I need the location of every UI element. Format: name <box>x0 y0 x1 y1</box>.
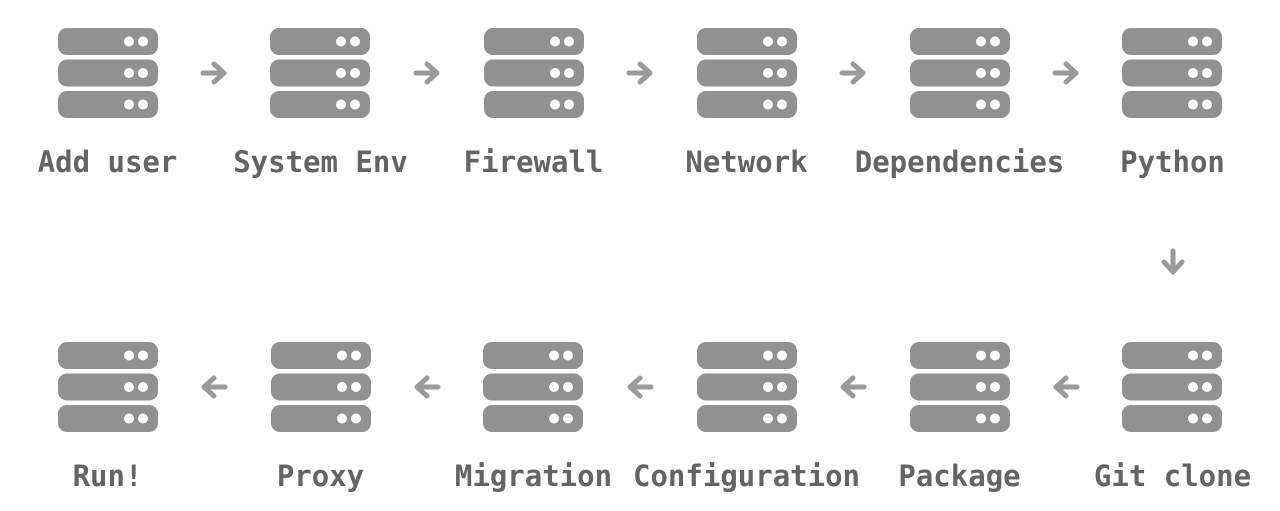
server-stack-icon <box>696 342 797 432</box>
flow-node-git-clone: Git clone <box>1094 342 1251 496</box>
flow-node-proxy: Proxy <box>270 342 371 496</box>
server-stack-icon <box>909 342 1010 432</box>
arrow-right-icon <box>1051 61 1081 85</box>
flow-node-label: Git clone <box>1093 459 1252 493</box>
flow-node-label: Firewall <box>463 145 604 179</box>
flow-node-label: Network <box>685 145 808 179</box>
arrow-left-icon <box>199 375 229 399</box>
arrow-right-icon <box>412 61 442 85</box>
flow-node-label: Python <box>1120 145 1225 179</box>
flow-node-label: Package <box>898 459 1021 493</box>
server-stack-icon <box>909 28 1010 118</box>
flow-node-configuration: Configuration <box>633 342 860 496</box>
flow-node-add-user: Add user <box>37 28 178 182</box>
flow-node-label: Dependencies <box>854 145 1065 179</box>
flow-node-label: Run! <box>72 459 143 493</box>
server-stack-icon <box>696 28 797 118</box>
arrow-left-icon <box>412 375 442 399</box>
flow-row-bottom: Run! Proxy Migration Configuration Packa <box>0 342 1280 496</box>
arrow-left-icon <box>1051 375 1081 399</box>
flow-node-system-env: System Env <box>233 28 408 182</box>
flow-row-top: Add user System Env Firewall Network Dep <box>0 28 1280 182</box>
arrow-left-icon <box>625 375 655 399</box>
flow-connector-row <box>0 182 1280 342</box>
server-stack-icon <box>483 342 584 432</box>
arrow-left-icon <box>838 375 868 399</box>
server-stack-icon <box>483 28 584 118</box>
flow-node-label: Migration <box>454 459 613 493</box>
flow-node-migration: Migration <box>455 342 612 496</box>
server-stack-icon <box>57 342 158 432</box>
arrow-right-icon <box>199 61 229 85</box>
flow-node-firewall: Firewall <box>463 28 604 182</box>
server-stack-icon <box>57 28 158 118</box>
flow-node-label: Add user <box>37 145 178 179</box>
flow-node-label: Configuration <box>633 459 860 493</box>
server-stack-icon <box>1122 342 1223 432</box>
flow-node-run: Run! <box>57 342 158 496</box>
flow-node-network: Network <box>685 28 808 182</box>
flow-node-label: System Env <box>233 145 408 179</box>
server-stack-icon <box>270 342 371 432</box>
server-stack-icon <box>270 28 371 118</box>
flow-node-python: Python <box>1120 28 1225 182</box>
flow-node-dependencies: Dependencies <box>854 28 1065 182</box>
server-stack-icon <box>1122 28 1223 118</box>
arrow-down-icon <box>1161 247 1185 277</box>
arrow-right-icon <box>625 61 655 85</box>
flow-node-label: Proxy <box>276 459 365 493</box>
flow-node-package: Package <box>898 342 1021 496</box>
